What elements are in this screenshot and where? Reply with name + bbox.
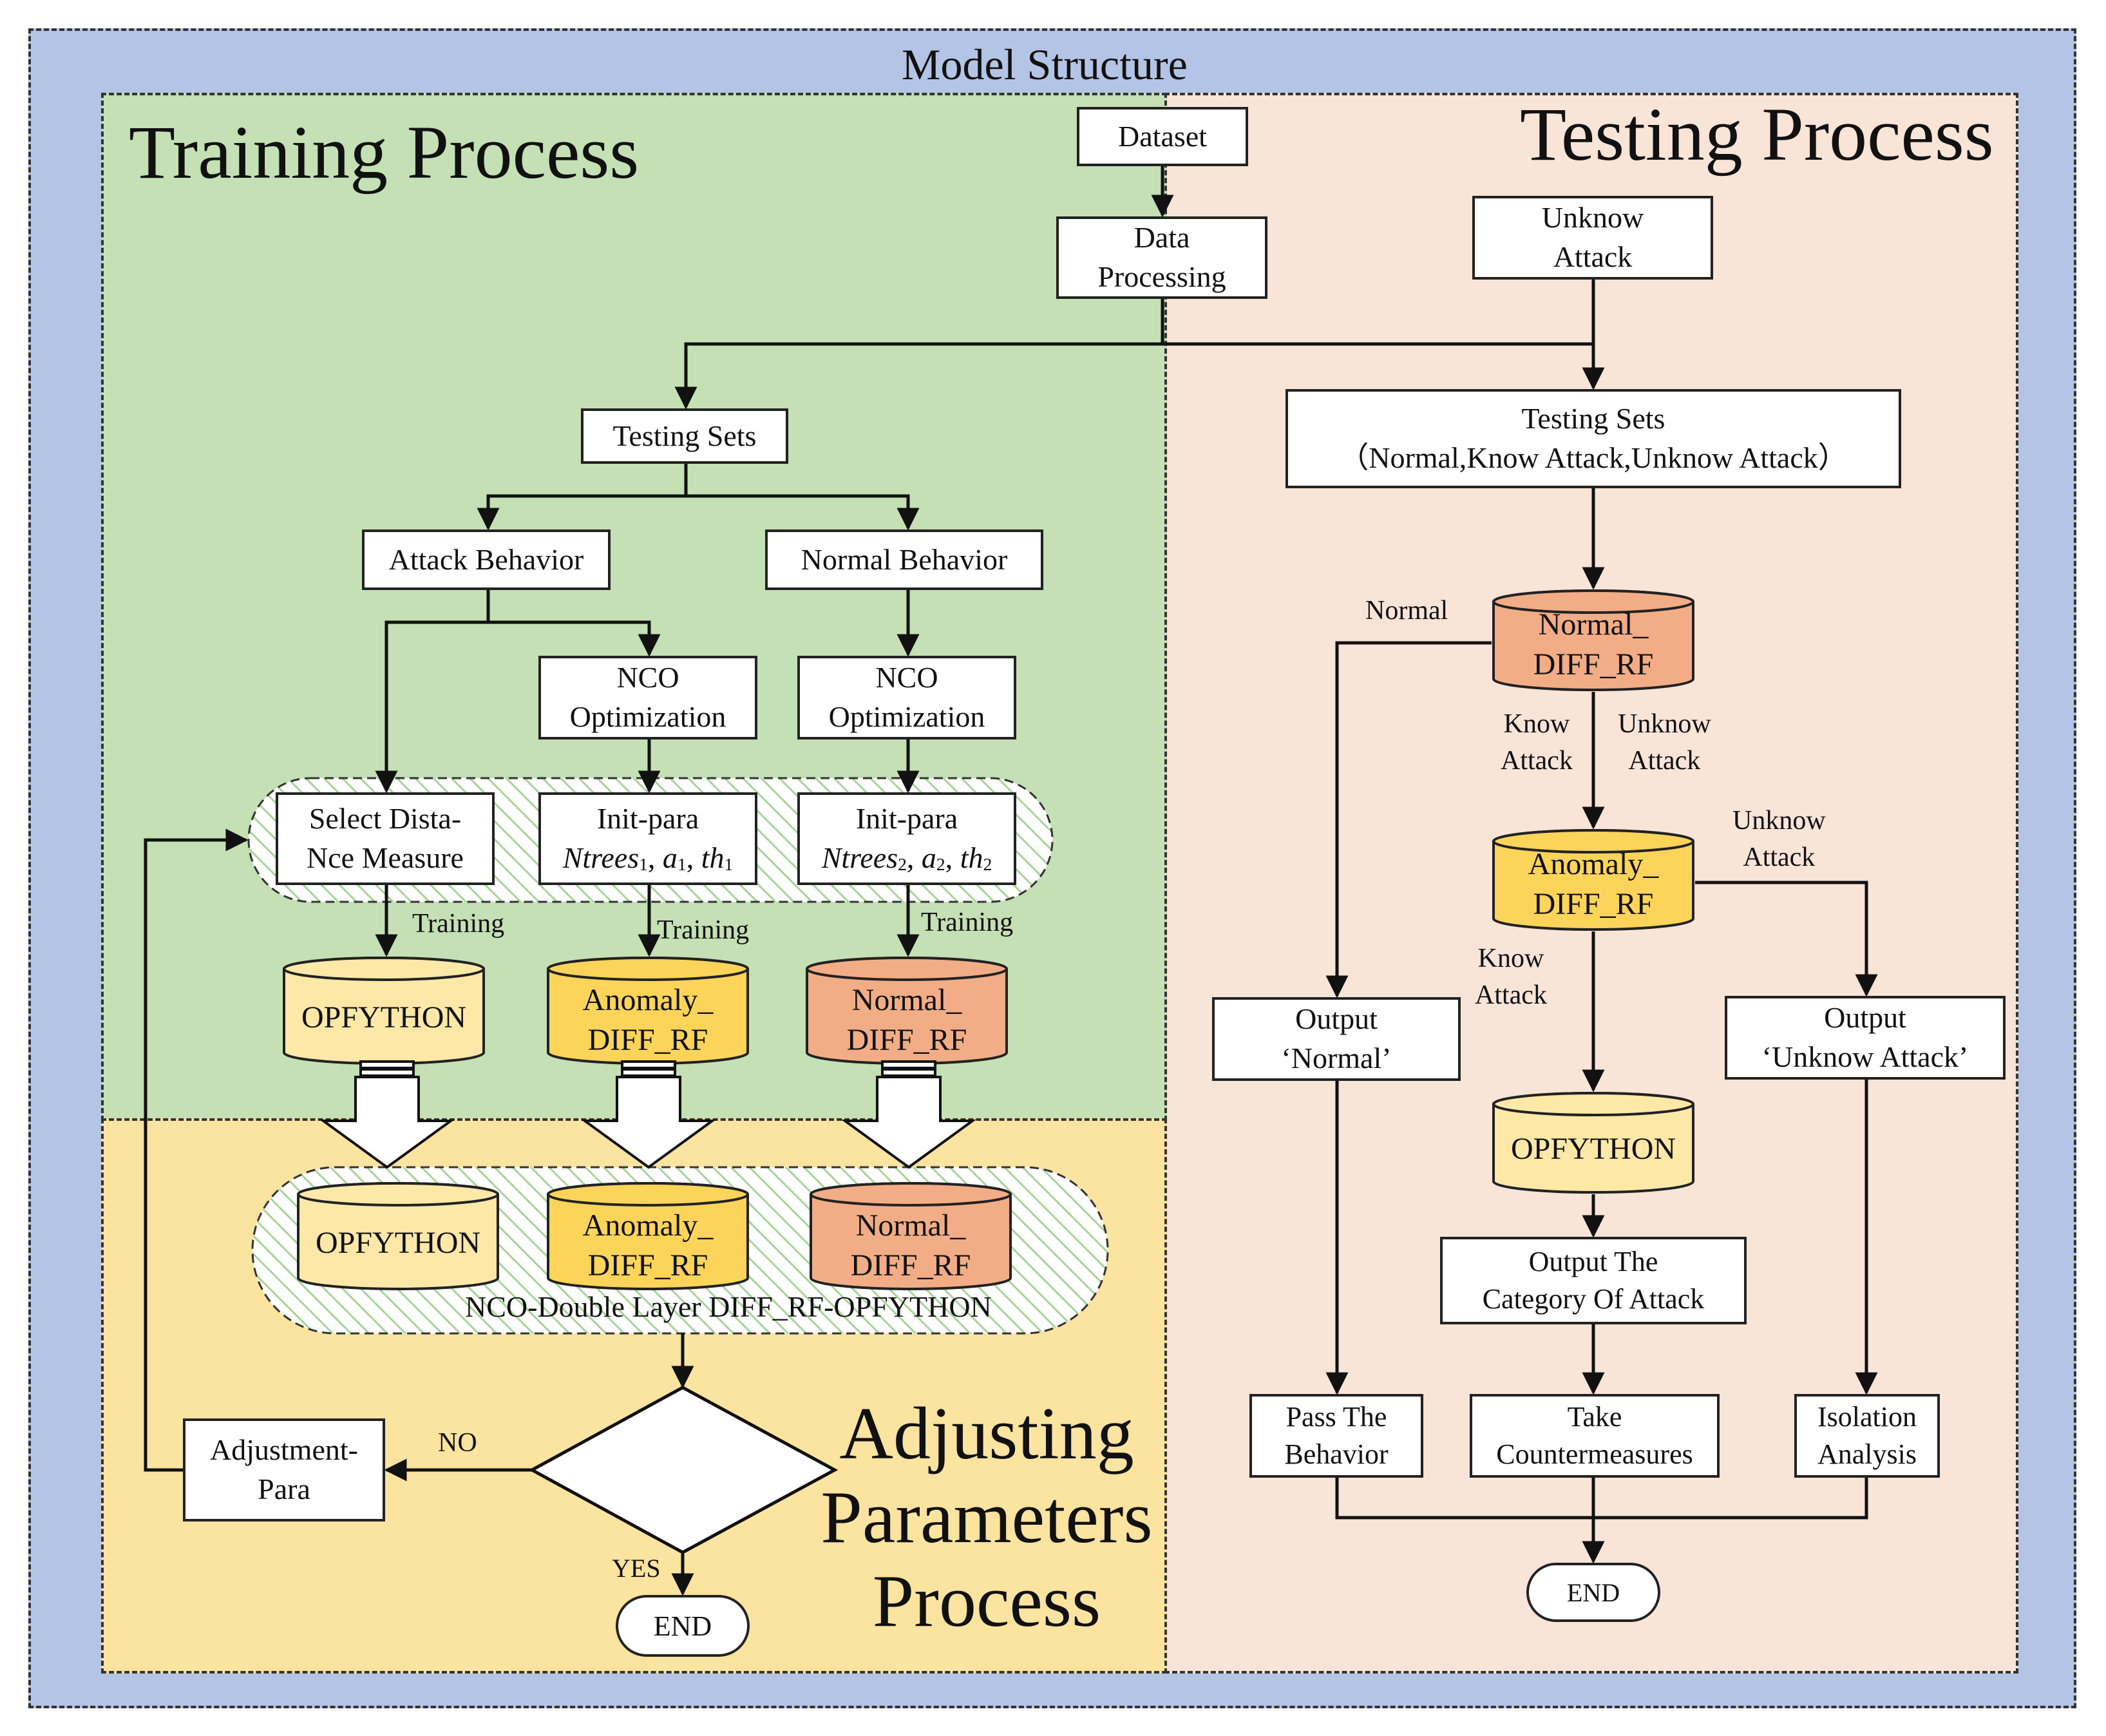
training-process-title: Training Process xyxy=(129,110,640,195)
testing-process-title: Testing Process xyxy=(1520,92,1994,176)
testing-opfython-cylinder: OPFYTHON xyxy=(1492,1091,1695,1194)
dataset-box: Dataset xyxy=(1077,107,1248,166)
normal-branch-label: Normal xyxy=(1365,596,1448,625)
adjustment-para-box: Adjustment-Para xyxy=(183,1418,385,1521)
model-structure-title: Model Structure xyxy=(899,43,1190,86)
init-para-box-2: Init-para Ntrees2, a2, th2 xyxy=(797,792,1016,885)
output-unknow-attack-box: Output‘Unknow Attack’ xyxy=(1725,996,2006,1080)
training-normal-diff-rf-cylinder: Normal_DIFF_RF xyxy=(805,956,1009,1065)
adjusting-anomaly-diff-rf-cylinder: Anomaly_DIFF_RF xyxy=(546,1181,750,1291)
conform-ics-standard-text: Conform ICS Standard? xyxy=(602,1430,763,1502)
training-testing-sets-box: Testing Sets xyxy=(581,408,788,464)
init-para-box-1: Init-para Ntrees1, a1, th1 xyxy=(538,792,757,885)
training-label-3: Training xyxy=(921,908,1014,937)
select-distance-measure-box: Select Dista-Nce Measure xyxy=(276,792,495,885)
testing-sets-box: Testing Sets（Normal,Know Attack,Unknow A… xyxy=(1285,389,1901,488)
attack-behavior-box: Attack Behavior xyxy=(362,529,611,590)
adjusting-normal-diff-rf-cylinder: Normal_DIFF_RF xyxy=(809,1181,1012,1291)
testing-anomaly-diff-rf-cylinder: Anomaly_DIFF_RF xyxy=(1492,828,1695,931)
training-anomaly-diff-rf-cylinder: Anomaly_DIFF_RF xyxy=(546,956,750,1065)
normal-behavior-box: Normal Behavior xyxy=(765,529,1043,590)
nco-double-layer-label: NCO-Double Layer DIFF_RF-OPFYTHON xyxy=(465,1290,992,1323)
training-label-2: Training xyxy=(657,915,750,945)
adjusting-end-terminal: END xyxy=(616,1595,750,1657)
no-label: NO xyxy=(438,1428,477,1458)
adjusting-process-title: Adjusting Parameters Process xyxy=(821,1393,1153,1643)
testing-end-terminal: END xyxy=(1526,1563,1660,1622)
output-normal-box: Output‘Normal’ xyxy=(1212,997,1461,1081)
training-label-1: Training xyxy=(412,909,505,939)
yes-label: YES xyxy=(612,1554,661,1583)
testing-normal-diff-rf-cylinder: Normal_DIFF_RF xyxy=(1492,589,1695,692)
training-opfython-cylinder: OPFYTHON xyxy=(282,956,486,1065)
adjusting-opfython-cylinder: OPFYTHON xyxy=(296,1181,500,1291)
